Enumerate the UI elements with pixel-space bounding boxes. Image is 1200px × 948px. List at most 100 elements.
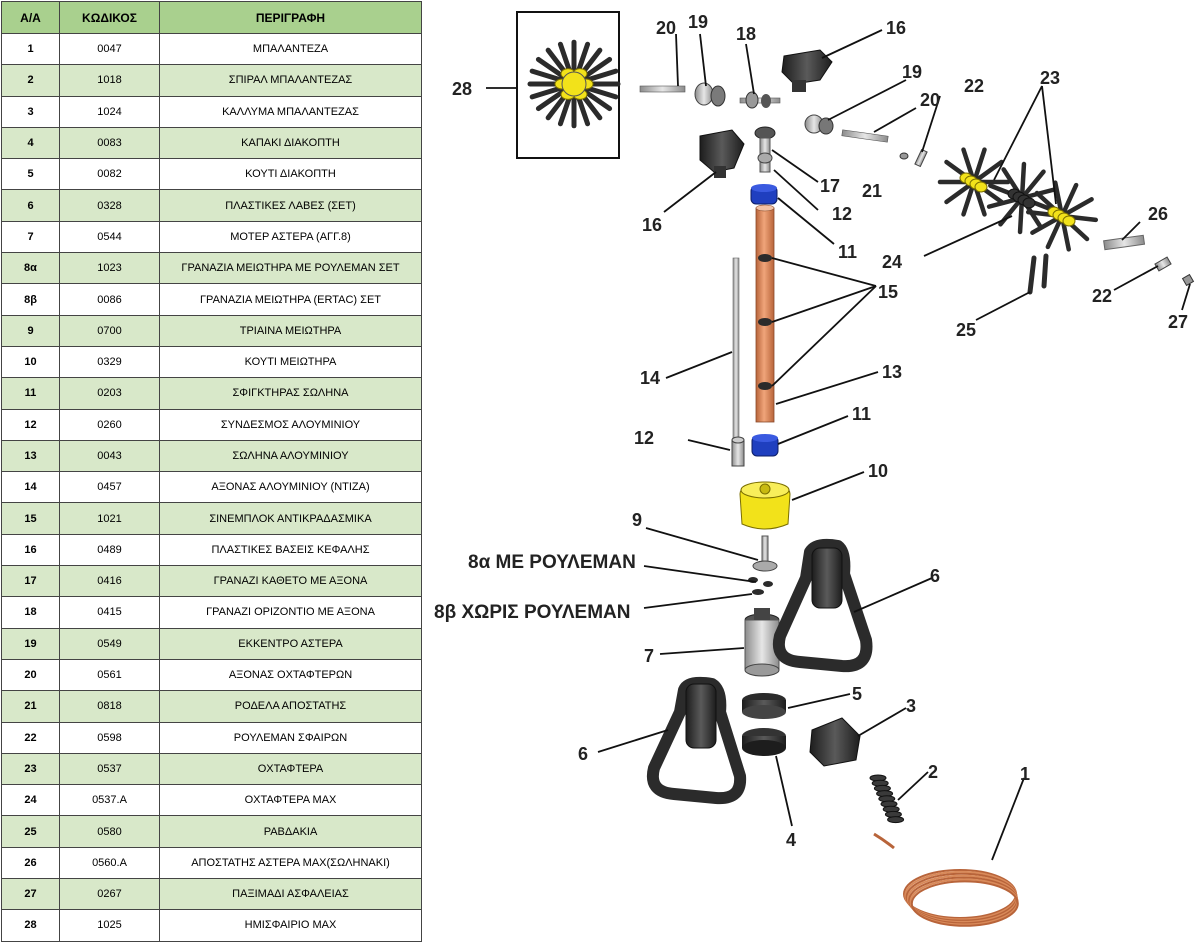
callout-12-bottom: 12: [634, 428, 654, 448]
row-description: ΤΡΙΑΙΝΑ ΜΕΙΩΤΗΡΑ: [159, 314, 422, 347]
row-number: 15: [1, 502, 60, 535]
row-code: 0537: [59, 752, 160, 786]
row-description: ΣΩΛΗΝΑ ΑΛΟΥΜΙΝΙΟΥ: [159, 439, 422, 473]
row-number: 13: [1, 439, 60, 473]
row-code: 0560.A: [59, 846, 160, 880]
row-code: 0598: [59, 721, 160, 754]
callout-27: 27: [1168, 312, 1188, 332]
callout-20-left: 20: [656, 18, 676, 38]
part-25-rods: [1027, 253, 1049, 295]
callout-6-left: 6: [578, 744, 588, 764]
part-22-bearing-right: [1154, 256, 1172, 272]
part-5-switch-box: [742, 693, 786, 719]
row-code: 0082: [59, 158, 160, 191]
part-2-spiral: [869, 774, 905, 824]
callout-14: 14: [640, 368, 660, 388]
row-description: ΓΡΑΝΑΖΙ ΚΑΘΕΤΟ ΜΕ ΑΞΟΝΑ: [159, 565, 422, 598]
callout-18: 18: [736, 24, 756, 44]
row-description: ΣΥΝΔΕΣΜΟΣ ΑΛΟΥΜΙΝΙΟΥ: [159, 408, 422, 441]
row-number: 27: [1, 878, 60, 911]
callout-16-left: 16: [642, 215, 662, 235]
bristle: [971, 159, 1004, 185]
part-12-connector-bottom: [731, 436, 745, 467]
callout-5: 5: [852, 684, 862, 704]
column-header-description: ΠΕΡΙΓΡΑΦΗ: [159, 1, 422, 34]
brush-clip: [1022, 197, 1036, 209]
row-number: 26: [1, 846, 60, 880]
callout-labels: 28 20 19 18 16 19 20 22 23 17 21 16 12 1…: [434, 12, 1188, 850]
row-code: 0818: [59, 690, 160, 723]
row-description: ΡΑΒΔΑΚΙΑ: [159, 815, 422, 848]
part-28-hemisphere-brush: [516, 11, 621, 159]
row-description: ΓΡΑΝΑΖΙ ΟΡΙΖΟΝΤΙΟ ΜΕ ΑΞΟΝΑ: [159, 596, 422, 629]
row-description: ΚΑΛΛΥΜΑ ΜΠΑΛΑΝΤΕΖΑΣ: [159, 95, 422, 128]
row-code: 0086: [59, 283, 160, 316]
row-code: 0489: [59, 533, 160, 567]
row-description: ΣΦΙΓΚΤΗΡΑΣ ΣΩΛΗΝΑ: [159, 377, 422, 410]
row-number: 9: [1, 314, 60, 347]
row-code: 1021: [59, 502, 160, 535]
part-14-aluminium-rod: [732, 257, 740, 445]
row-code: 0416: [59, 565, 160, 598]
row-number: 14: [1, 471, 60, 504]
row-description: ΓΡΑΝΑΖΙΑ ΜΕΙΩΤΗΡΑ (ERTAC) ΣΕΤ: [159, 283, 422, 316]
part-9-trident: [752, 535, 778, 572]
row-description: ΠΑΞΙΜΑΔΙ ΑΣΦΑΛΕΙΑΣ: [159, 878, 422, 911]
bristle: [1019, 169, 1046, 201]
row-number: 12: [1, 408, 60, 441]
callout-2: 2: [928, 762, 938, 782]
callout-4: 4: [786, 830, 796, 850]
cable-loop: [908, 876, 1019, 925]
row-code: 0544: [59, 220, 160, 254]
callout-25: 25: [956, 320, 976, 340]
part-21-washer: [899, 152, 909, 160]
spiral-coil: [887, 816, 905, 824]
part-19-eccentric-left: [694, 82, 726, 107]
row-number: 11: [1, 377, 60, 410]
row-code: 0457: [59, 471, 160, 504]
bristle: [971, 147, 987, 185]
callout-19-left: 19: [688, 12, 708, 32]
row-number: 3: [1, 95, 60, 128]
callout-16-top: 16: [886, 18, 906, 38]
callout-26: 26: [1148, 204, 1168, 224]
part-18-horizontal-gear: [739, 91, 781, 109]
callout-22-top: 22: [964, 76, 984, 96]
row-number: 1: [1, 32, 60, 66]
exploded-parts-diagram: 28 20 19 18 16 19 20 22 23 17 21 16 12 1…: [434, 11, 1195, 927]
column-header-aa: Α/Α: [1, 1, 60, 34]
row-description: ΑΞΟΝΑΣ ΟΧΤΑΦΤΕΡΩΝ: [159, 658, 422, 692]
brush-clip: [974, 181, 988, 193]
row-code: 0203: [59, 377, 160, 410]
row-number: 25: [1, 815, 60, 848]
part-10-reducer-box: [739, 481, 791, 530]
row-code: 0328: [59, 189, 160, 222]
part-20-shaft-right: [841, 129, 889, 143]
part-16-head-base-top: [781, 49, 833, 92]
row-code: 0549: [59, 627, 160, 660]
part-6-handle-right: [773, 538, 873, 673]
part-13-aluminium-tube: [755, 204, 775, 423]
row-number: 23: [1, 752, 60, 786]
cable-loop: [906, 874, 1018, 923]
row-number: 8β: [1, 283, 60, 316]
callout-11-bottom: 11: [852, 404, 871, 424]
row-number: 2: [1, 64, 60, 97]
callout-21: 21: [862, 181, 882, 201]
note-8b-without-bearing: 8β ΧΩΡΙΣ ΡΟΥΛΕΜΑΝ: [434, 602, 630, 623]
row-code: 0561: [59, 658, 160, 692]
